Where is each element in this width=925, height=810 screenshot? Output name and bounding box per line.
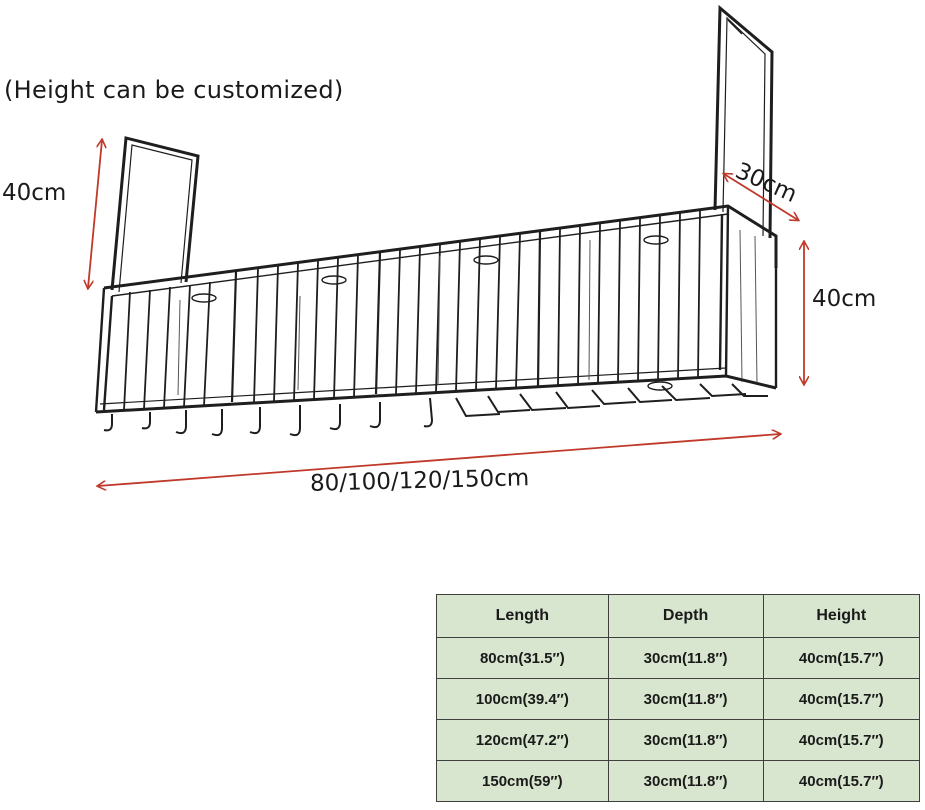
cell-height: 40cm(15.7″) — [762, 637, 921, 679]
rack-body — [94, 204, 778, 414]
cell-height: 40cm(15.7″) — [762, 678, 921, 720]
length-arrow — [98, 434, 780, 486]
left-hanger-frame — [110, 136, 200, 293]
cell-depth: 30cm(11.8″) — [607, 637, 764, 679]
left-height-label: 40cm — [2, 180, 67, 206]
left-height-arrow — [88, 140, 102, 288]
cell-length: 120cm(47.2″) — [436, 719, 609, 761]
header-length: Length — [436, 594, 609, 638]
table-header-row: Length Depth Height — [436, 594, 921, 638]
cell-depth: 30cm(11.8″) — [607, 760, 764, 802]
dimension-arrows — [88, 140, 804, 486]
cell-length: 150cm(59″) — [436, 760, 609, 802]
cell-length: 80cm(31.5″) — [436, 637, 609, 679]
table-row: 100cm(39.4″) 30cm(11.8″) 40cm(15.7″) — [436, 678, 921, 720]
right-height-label: 40cm — [812, 286, 877, 312]
table-row: 80cm(31.5″) 30cm(11.8″) 40cm(15.7″) — [436, 637, 921, 679]
header-depth: Depth — [607, 594, 764, 638]
right-hanger-frame — [713, 4, 774, 239]
cell-depth: 30cm(11.8″) — [607, 719, 764, 761]
cell-depth: 30cm(11.8″) — [607, 678, 764, 720]
table-row: 150cm(59″) 30cm(11.8″) 40cm(15.7″) — [436, 760, 921, 802]
cell-height: 40cm(15.7″) — [762, 760, 921, 802]
depth-arrow — [724, 174, 798, 220]
cell-length: 100cm(39.4″) — [436, 678, 609, 720]
size-spec-table: Length Depth Height 80cm(31.5″) 30cm(11.… — [436, 594, 921, 802]
header-height: Height — [762, 594, 921, 638]
rack-diagram — [0, 4, 925, 560]
table-row: 120cm(47.2″) 30cm(11.8″) 40cm(15.7″) — [436, 719, 921, 761]
customization-note: (Height can be customized) — [4, 76, 344, 104]
cell-height: 40cm(15.7″) — [762, 719, 921, 761]
